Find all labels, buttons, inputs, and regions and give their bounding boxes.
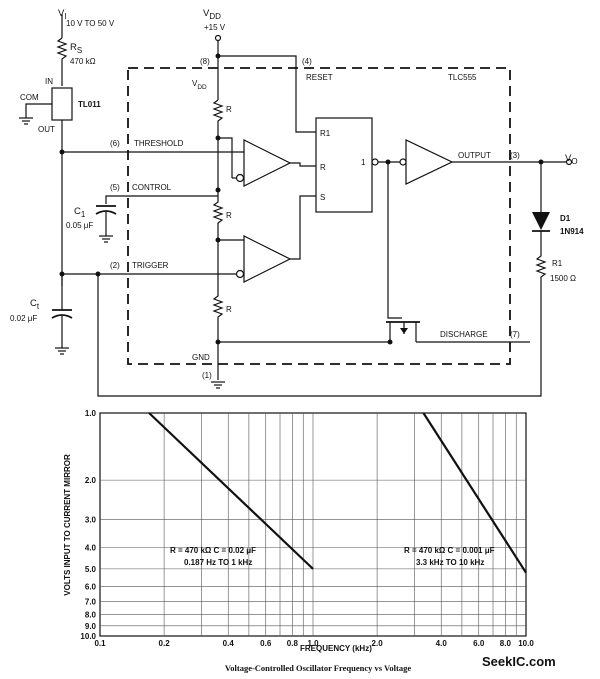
vi-range: 10 V TO 50 V <box>66 19 115 28</box>
vdd-value: +15 V <box>204 23 226 32</box>
pin2-label: (2) <box>110 261 120 270</box>
divider-r-bot-label: R <box>226 305 232 314</box>
x-tick-label: 8.0 <box>500 639 512 648</box>
ground-symbol-ct <box>55 347 69 355</box>
pin4-label: (4) <box>302 57 312 66</box>
com-label: COM <box>20 93 39 102</box>
annotation-1-line1: R = 470 kΩ C = 0.02 μF <box>170 546 256 555</box>
y-tick-label: 8.0 <box>85 610 97 619</box>
pin1-label: (1) <box>202 371 212 380</box>
ff-r1: R1 <box>320 129 331 138</box>
x-tick-label: 1.0 <box>307 639 319 648</box>
c1-label: C1 <box>74 206 86 219</box>
chart-series <box>148 412 527 574</box>
ct-capacitor <box>51 309 73 319</box>
tlc555-border <box>127 67 511 365</box>
chart-ticks: 0.1 0.2 0.4 0.6 0.8 1.0 2.0 4.0 6.0 8.0 10.0 1.0 2.0… <box>80 409 534 648</box>
x-tick-label: 10.0 <box>518 639 534 648</box>
pin8-label: (8) <box>200 57 210 66</box>
out-label: OUT <box>38 125 55 134</box>
pin3-label: (3) <box>510 151 520 160</box>
discharge-mosfet <box>386 321 420 342</box>
ct-value: 0.02 μF <box>10 314 37 323</box>
y-tick-label: 10.0 <box>80 632 96 641</box>
schematic: VI 10 V TO 50 V RS 470 kΩ IN TL011 COM O… <box>10 8 584 397</box>
chart-grid <box>100 413 526 636</box>
y-tick-label: 6.0 <box>85 583 97 592</box>
d1-part: 1N914 <box>560 227 584 236</box>
vco-chart: 0.1 0.2 0.4 0.6 0.8 1.0 2.0 4.0 6.0 8.0 10.0 1.0 2.0… <box>63 409 534 673</box>
x-tick-label: 0.8 <box>287 639 299 648</box>
ff-r: R <box>320 163 326 172</box>
rs-label: RS <box>70 42 82 55</box>
divider-r-mid <box>212 190 224 240</box>
c1-capacitor <box>95 205 117 215</box>
discharge-label: DISCHARGE <box>440 330 488 339</box>
reset-label: RESET <box>306 73 333 82</box>
x-tick-label: 2.0 <box>372 639 384 648</box>
tlc555-label: TLC555 <box>448 73 477 82</box>
divider-r-top-label: R <box>226 105 232 114</box>
chart-ylabel: VOLTS INPUT TO CURRENT MIRROR <box>63 454 72 596</box>
x-tick-label: 0.1 <box>94 639 106 648</box>
ff-s: S <box>320 193 325 202</box>
in-label: IN <box>45 77 53 86</box>
tl011-block <box>51 87 73 121</box>
y-tick-label: 9.0 <box>85 622 97 631</box>
threshold-label: THRESHOLD <box>134 139 184 148</box>
y-tick-label: 4.0 <box>85 543 97 552</box>
annotation-2-line1: R = 470 kΩ C = 0.001 μF <box>404 546 495 555</box>
tl011-label: TL011 <box>78 100 101 109</box>
threshold-comparator <box>243 139 292 187</box>
ct-label: Ct <box>30 298 40 311</box>
ground-symbol-com <box>19 117 33 125</box>
y-tick-label: 2.0 <box>85 476 97 485</box>
r1-resistor <box>97 231 547 397</box>
x-tick-label: 0.6 <box>260 639 272 648</box>
pin7-label: (7) <box>510 330 520 339</box>
annotation-2-line2: 3.3 kHz TO 10 kHz <box>416 558 484 567</box>
output-label: OUTPUT <box>458 151 491 160</box>
d1-diode <box>532 212 550 232</box>
flip-flop <box>315 117 373 213</box>
ground-symbol-main <box>211 381 225 389</box>
x-tick-label: 0.2 <box>159 639 171 648</box>
vi-label: VI <box>58 8 67 21</box>
x-tick-label: 0.4 <box>223 639 235 648</box>
rs-resistor <box>56 37 68 86</box>
chart-title: Voltage-Controlled Oscillator Frequency … <box>225 663 411 673</box>
divider-r-mid-label: R <box>226 211 232 220</box>
ground-symbol-c1 <box>99 235 113 243</box>
watermark: SeekIC.com <box>482 654 556 669</box>
gnd-label: GND <box>192 353 210 362</box>
r1-value: 1500 Ω <box>550 274 576 283</box>
annotation-1-line2: 0.187 Hz TO 1 kHz <box>184 558 252 567</box>
vdd-inner-label: VDD <box>192 79 207 91</box>
vdd-label: VDD <box>203 8 221 21</box>
chart-xlabel: FREQUENCY (kHz) <box>300 644 372 653</box>
pin5-label: (5) <box>110 183 120 192</box>
y-tick-label: 1.0 <box>85 409 97 418</box>
rs-value: 470 kΩ <box>70 57 96 66</box>
divider-r-top <box>212 99 224 190</box>
series-line-1 <box>148 412 314 570</box>
r1-label: R1 <box>552 259 563 268</box>
trigger-label: TRIGGER <box>132 261 169 270</box>
pin6-label: (6) <box>110 139 120 148</box>
control-label: CONTROL <box>132 183 172 192</box>
y-tick-label: 3.0 <box>85 515 97 524</box>
y-tick-label: 7.0 <box>85 597 97 606</box>
y-tick-label: 5.0 <box>85 565 97 574</box>
series-line-2 <box>422 412 527 574</box>
output-buffer <box>405 139 454 185</box>
c1-value: 0.05 μF <box>66 221 93 230</box>
x-tick-label: 4.0 <box>436 639 448 648</box>
x-tick-label: 6.0 <box>473 639 485 648</box>
d1-label: D1 <box>560 214 571 223</box>
trigger-comparator <box>243 235 292 283</box>
divider-r-bot <box>212 240 224 380</box>
vo-label: VO <box>565 153 578 166</box>
ff-q: 1 <box>361 158 366 167</box>
